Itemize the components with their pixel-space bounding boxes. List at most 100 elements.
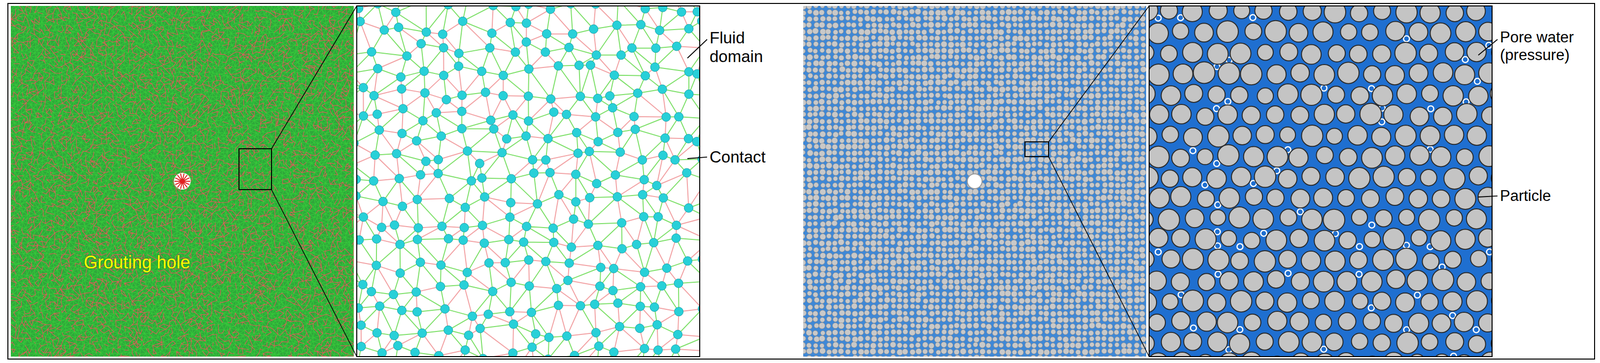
particle xyxy=(807,93,813,99)
particle xyxy=(1011,15,1018,22)
fluid-domain xyxy=(569,214,579,224)
particle xyxy=(1025,189,1031,195)
particle xyxy=(1018,189,1024,195)
particle xyxy=(1119,21,1126,29)
particle xyxy=(960,47,967,54)
particle xyxy=(803,170,806,176)
fluid-domain xyxy=(612,20,622,30)
particle xyxy=(831,137,838,144)
particle xyxy=(803,156,806,163)
particle xyxy=(1063,196,1068,201)
particle xyxy=(991,176,998,182)
zoom-frame xyxy=(356,5,700,357)
particle xyxy=(1082,157,1089,164)
particle xyxy=(819,131,826,138)
particle xyxy=(934,35,940,41)
particle xyxy=(845,169,852,175)
particle xyxy=(922,156,929,163)
particle xyxy=(1050,175,1056,182)
particle xyxy=(1101,188,1108,195)
particle xyxy=(961,16,967,22)
fluid-domain xyxy=(672,220,681,230)
particle xyxy=(947,60,953,67)
particle xyxy=(953,149,960,156)
particle xyxy=(1146,188,1147,195)
particle xyxy=(814,22,820,28)
particle xyxy=(942,189,947,195)
fluid-domain xyxy=(498,70,508,80)
particle xyxy=(813,41,819,47)
particle xyxy=(1082,144,1088,150)
particle xyxy=(858,164,864,170)
particle xyxy=(980,73,987,80)
particle xyxy=(1063,100,1069,106)
particle xyxy=(1024,23,1030,29)
particle xyxy=(1070,34,1075,40)
particle xyxy=(941,118,947,125)
particle xyxy=(934,144,941,151)
particle xyxy=(863,54,870,61)
particle xyxy=(813,124,819,130)
particle xyxy=(1101,162,1108,169)
particle xyxy=(998,183,1005,189)
particle xyxy=(940,202,947,208)
particle xyxy=(922,41,928,48)
particle xyxy=(1012,9,1018,16)
fluid-domain xyxy=(521,131,531,141)
particle xyxy=(1011,79,1017,85)
particle xyxy=(948,157,954,162)
particle xyxy=(832,169,839,176)
particle xyxy=(947,194,954,201)
particle xyxy=(864,93,870,100)
particle xyxy=(960,144,966,150)
particle xyxy=(1030,5,1037,9)
particle xyxy=(870,169,877,175)
particle xyxy=(839,42,845,48)
fluid-domain xyxy=(358,280,368,290)
particle xyxy=(1063,175,1069,181)
particle xyxy=(889,73,896,79)
particle xyxy=(832,9,839,16)
particle xyxy=(935,92,941,98)
particle xyxy=(916,85,922,92)
particle xyxy=(877,28,884,34)
particle xyxy=(1102,60,1107,66)
particle xyxy=(826,105,832,111)
particle xyxy=(1075,34,1082,41)
particle xyxy=(954,48,960,54)
particle xyxy=(897,112,903,118)
particle xyxy=(986,202,991,208)
fluid-domain xyxy=(573,148,583,158)
particle xyxy=(896,67,903,73)
particle xyxy=(928,98,934,104)
particle xyxy=(1023,15,1030,21)
particle xyxy=(922,150,929,157)
particle xyxy=(1011,169,1018,175)
fluid-domain xyxy=(593,94,603,103)
particle xyxy=(973,5,980,10)
particle xyxy=(1050,189,1056,195)
particle xyxy=(1101,86,1108,92)
fluid-domain xyxy=(509,319,518,329)
particle xyxy=(884,175,890,181)
particle xyxy=(987,48,992,54)
particle xyxy=(803,15,806,21)
particle xyxy=(934,150,940,157)
particle xyxy=(1114,100,1121,106)
particle xyxy=(1082,170,1088,176)
particle xyxy=(921,66,928,73)
particle xyxy=(870,156,877,163)
fluid-domain xyxy=(356,320,366,330)
particle xyxy=(921,163,928,169)
fluid-domain xyxy=(553,301,563,310)
particle xyxy=(858,29,865,35)
particle xyxy=(1102,182,1108,188)
particle xyxy=(883,151,889,157)
fluid-domain xyxy=(369,91,379,101)
particle xyxy=(987,73,992,79)
fluid-domain xyxy=(457,90,467,100)
fluid-domain xyxy=(639,175,649,185)
particle xyxy=(890,131,897,137)
particle xyxy=(870,176,877,183)
particle xyxy=(916,176,922,182)
